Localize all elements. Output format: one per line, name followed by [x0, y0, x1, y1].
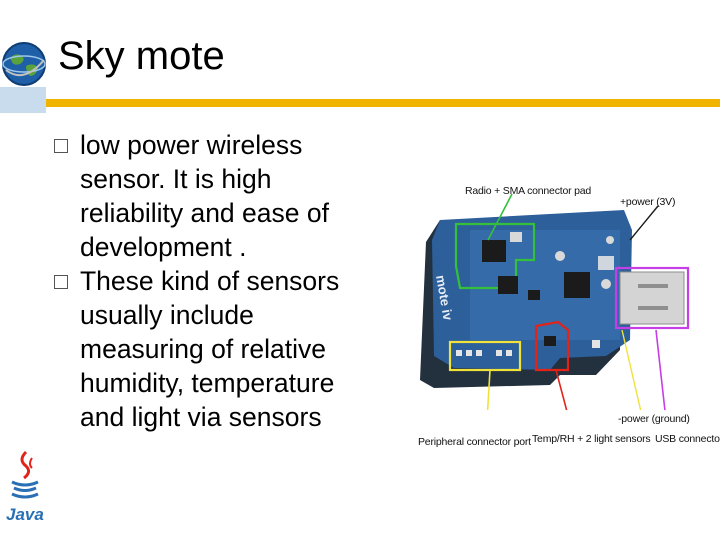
slide-title: Sky mote [58, 34, 225, 78]
java-logo-icon: Java [6, 450, 44, 524]
svg-text:Java: Java [6, 505, 44, 524]
label-temp-sensors: Temp/RH + 2 light sensors [532, 433, 651, 445]
bullet-text: These kind of sensors usually include me… [80, 266, 340, 432]
bullet-text: low power wireless sensor. It is high re… [80, 130, 329, 262]
globe-icon [2, 42, 46, 86]
bullet-item: low power wireless sensor. It is high re… [48, 128, 348, 264]
bullet-list: low power wireless sensor. It is high re… [48, 128, 348, 434]
label-power-ground: -power (ground) [618, 413, 690, 425]
label-radio-connector: Radio + SMA connector pad [465, 185, 592, 197]
title-bar-accent [0, 87, 46, 113]
label-peripheral-port: Peripheral connector port [418, 436, 531, 448]
label-usb-connector: USB connector [655, 433, 720, 445]
title-divider [46, 99, 720, 107]
sky-mote-board-image: mote iv [420, 193, 690, 410]
label-power-plus: +power (3V) [620, 196, 676, 208]
bullet-item: These kind of sensors usually include me… [48, 264, 348, 434]
checkbox-bullet-icon [54, 275, 68, 289]
checkbox-bullet-icon [54, 139, 68, 153]
